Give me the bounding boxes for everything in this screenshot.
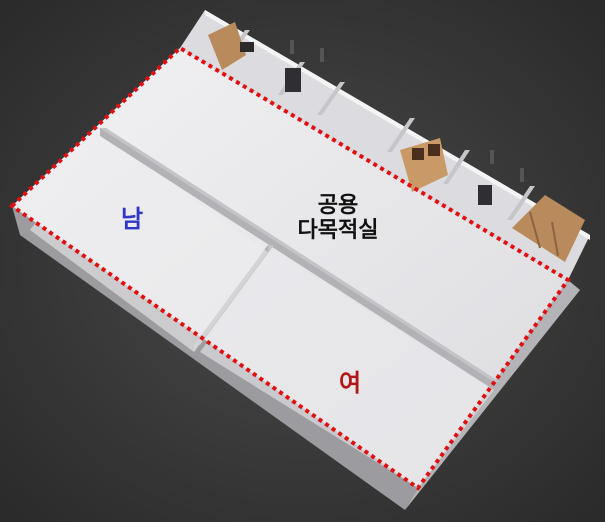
outer-wall-right <box>405 280 580 510</box>
toilet-stall-icon <box>208 22 246 70</box>
toilet-stall-icon <box>478 185 492 205</box>
partition-wall <box>507 186 535 220</box>
shared-room-label: 공용 다목적실 <box>268 193 408 244</box>
sink-icon <box>240 42 254 52</box>
male-room-floor <box>30 136 268 352</box>
shared-room-label-line1: 공용 <box>317 193 359 218</box>
partition-wall <box>443 150 470 184</box>
partition-wall <box>317 82 345 115</box>
service-strip <box>180 10 590 280</box>
female-room-floor <box>200 252 494 488</box>
toilet-stall-icon <box>512 195 585 262</box>
female-room-label: 여 <box>338 369 362 397</box>
partition-wall <box>387 118 415 152</box>
male-room-label: 남 <box>120 205 144 233</box>
boundary-outline <box>8 45 571 491</box>
interior-wall-long <box>100 128 500 382</box>
toilet-stall-icon <box>285 68 301 92</box>
shared-room-label-line2: 다목적실 <box>297 218 379 244</box>
